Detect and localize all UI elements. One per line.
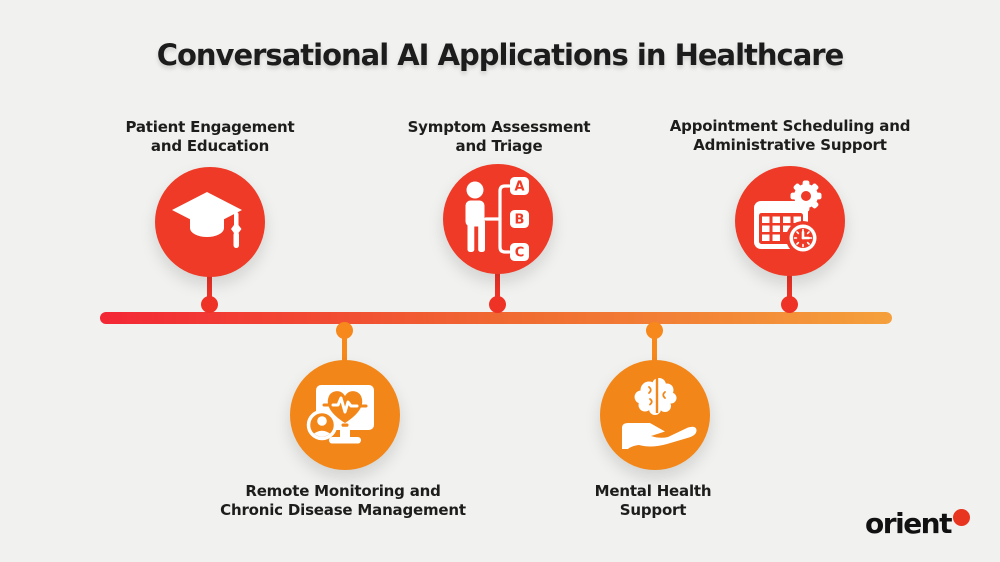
brain-in-hand-icon xyxy=(622,378,697,449)
item-label-remote-monitoring: Remote Monitoring and Chronic Disease Ma… xyxy=(193,482,493,520)
label-line: Chronic Disease Management xyxy=(220,501,466,519)
label-line: Symptom Assessment xyxy=(407,118,591,136)
connector-dot xyxy=(336,322,353,339)
icon-circle-remote-monitoring xyxy=(290,360,400,470)
label-line: and Triage xyxy=(455,137,543,155)
connector-dot xyxy=(781,296,798,313)
brand-logo-dot-icon xyxy=(953,509,970,526)
connector-stem xyxy=(652,328,657,364)
connector-dot xyxy=(646,322,663,339)
connector-dot xyxy=(201,296,218,313)
label-line: Patient Engagement xyxy=(125,118,295,136)
icon-circle-patient-engagement xyxy=(155,167,265,277)
graduation-cap-icon xyxy=(172,192,242,248)
connector-stem xyxy=(342,328,347,364)
monitor-heartbeat-icon xyxy=(306,385,374,444)
label-line: Administrative Support xyxy=(693,136,887,154)
icon-circle-mental-health xyxy=(600,360,710,470)
label-line: Mental Health xyxy=(594,482,712,500)
symptom-triage-icon: A B C xyxy=(465,177,529,261)
connector-stem xyxy=(787,274,792,306)
item-label-symptom-assessment: Symptom Assessment and Triage xyxy=(349,118,649,156)
calendar-gear-clock-icon xyxy=(754,180,822,255)
label-line: Support xyxy=(619,501,687,519)
label-line: Remote Monitoring and xyxy=(245,482,441,500)
label-line: and Education xyxy=(150,137,270,155)
option-letter-b: B xyxy=(515,213,525,228)
item-label-patient-engagement: Patient Engagement and Education xyxy=(60,118,360,156)
item-label-mental-health: Mental Health Support xyxy=(503,482,803,520)
option-letter-a: A xyxy=(514,180,524,195)
connector-stem xyxy=(207,272,212,306)
connector-dot xyxy=(489,296,506,313)
icon-circle-appointment-scheduling xyxy=(735,166,845,276)
timeline-bar xyxy=(100,312,892,324)
brand-logo: orient xyxy=(865,507,970,540)
brand-logo-text: orient xyxy=(865,507,952,540)
connector-stem xyxy=(495,270,500,306)
label-line: Appointment Scheduling and xyxy=(669,117,911,135)
option-letter-c: C xyxy=(515,246,525,261)
item-label-appointment-scheduling: Appointment Scheduling and Administrativ… xyxy=(640,117,940,155)
page-title: Conversational AI Applications in Health… xyxy=(156,38,845,72)
icon-circle-symptom-assessment: A B C xyxy=(443,164,553,274)
